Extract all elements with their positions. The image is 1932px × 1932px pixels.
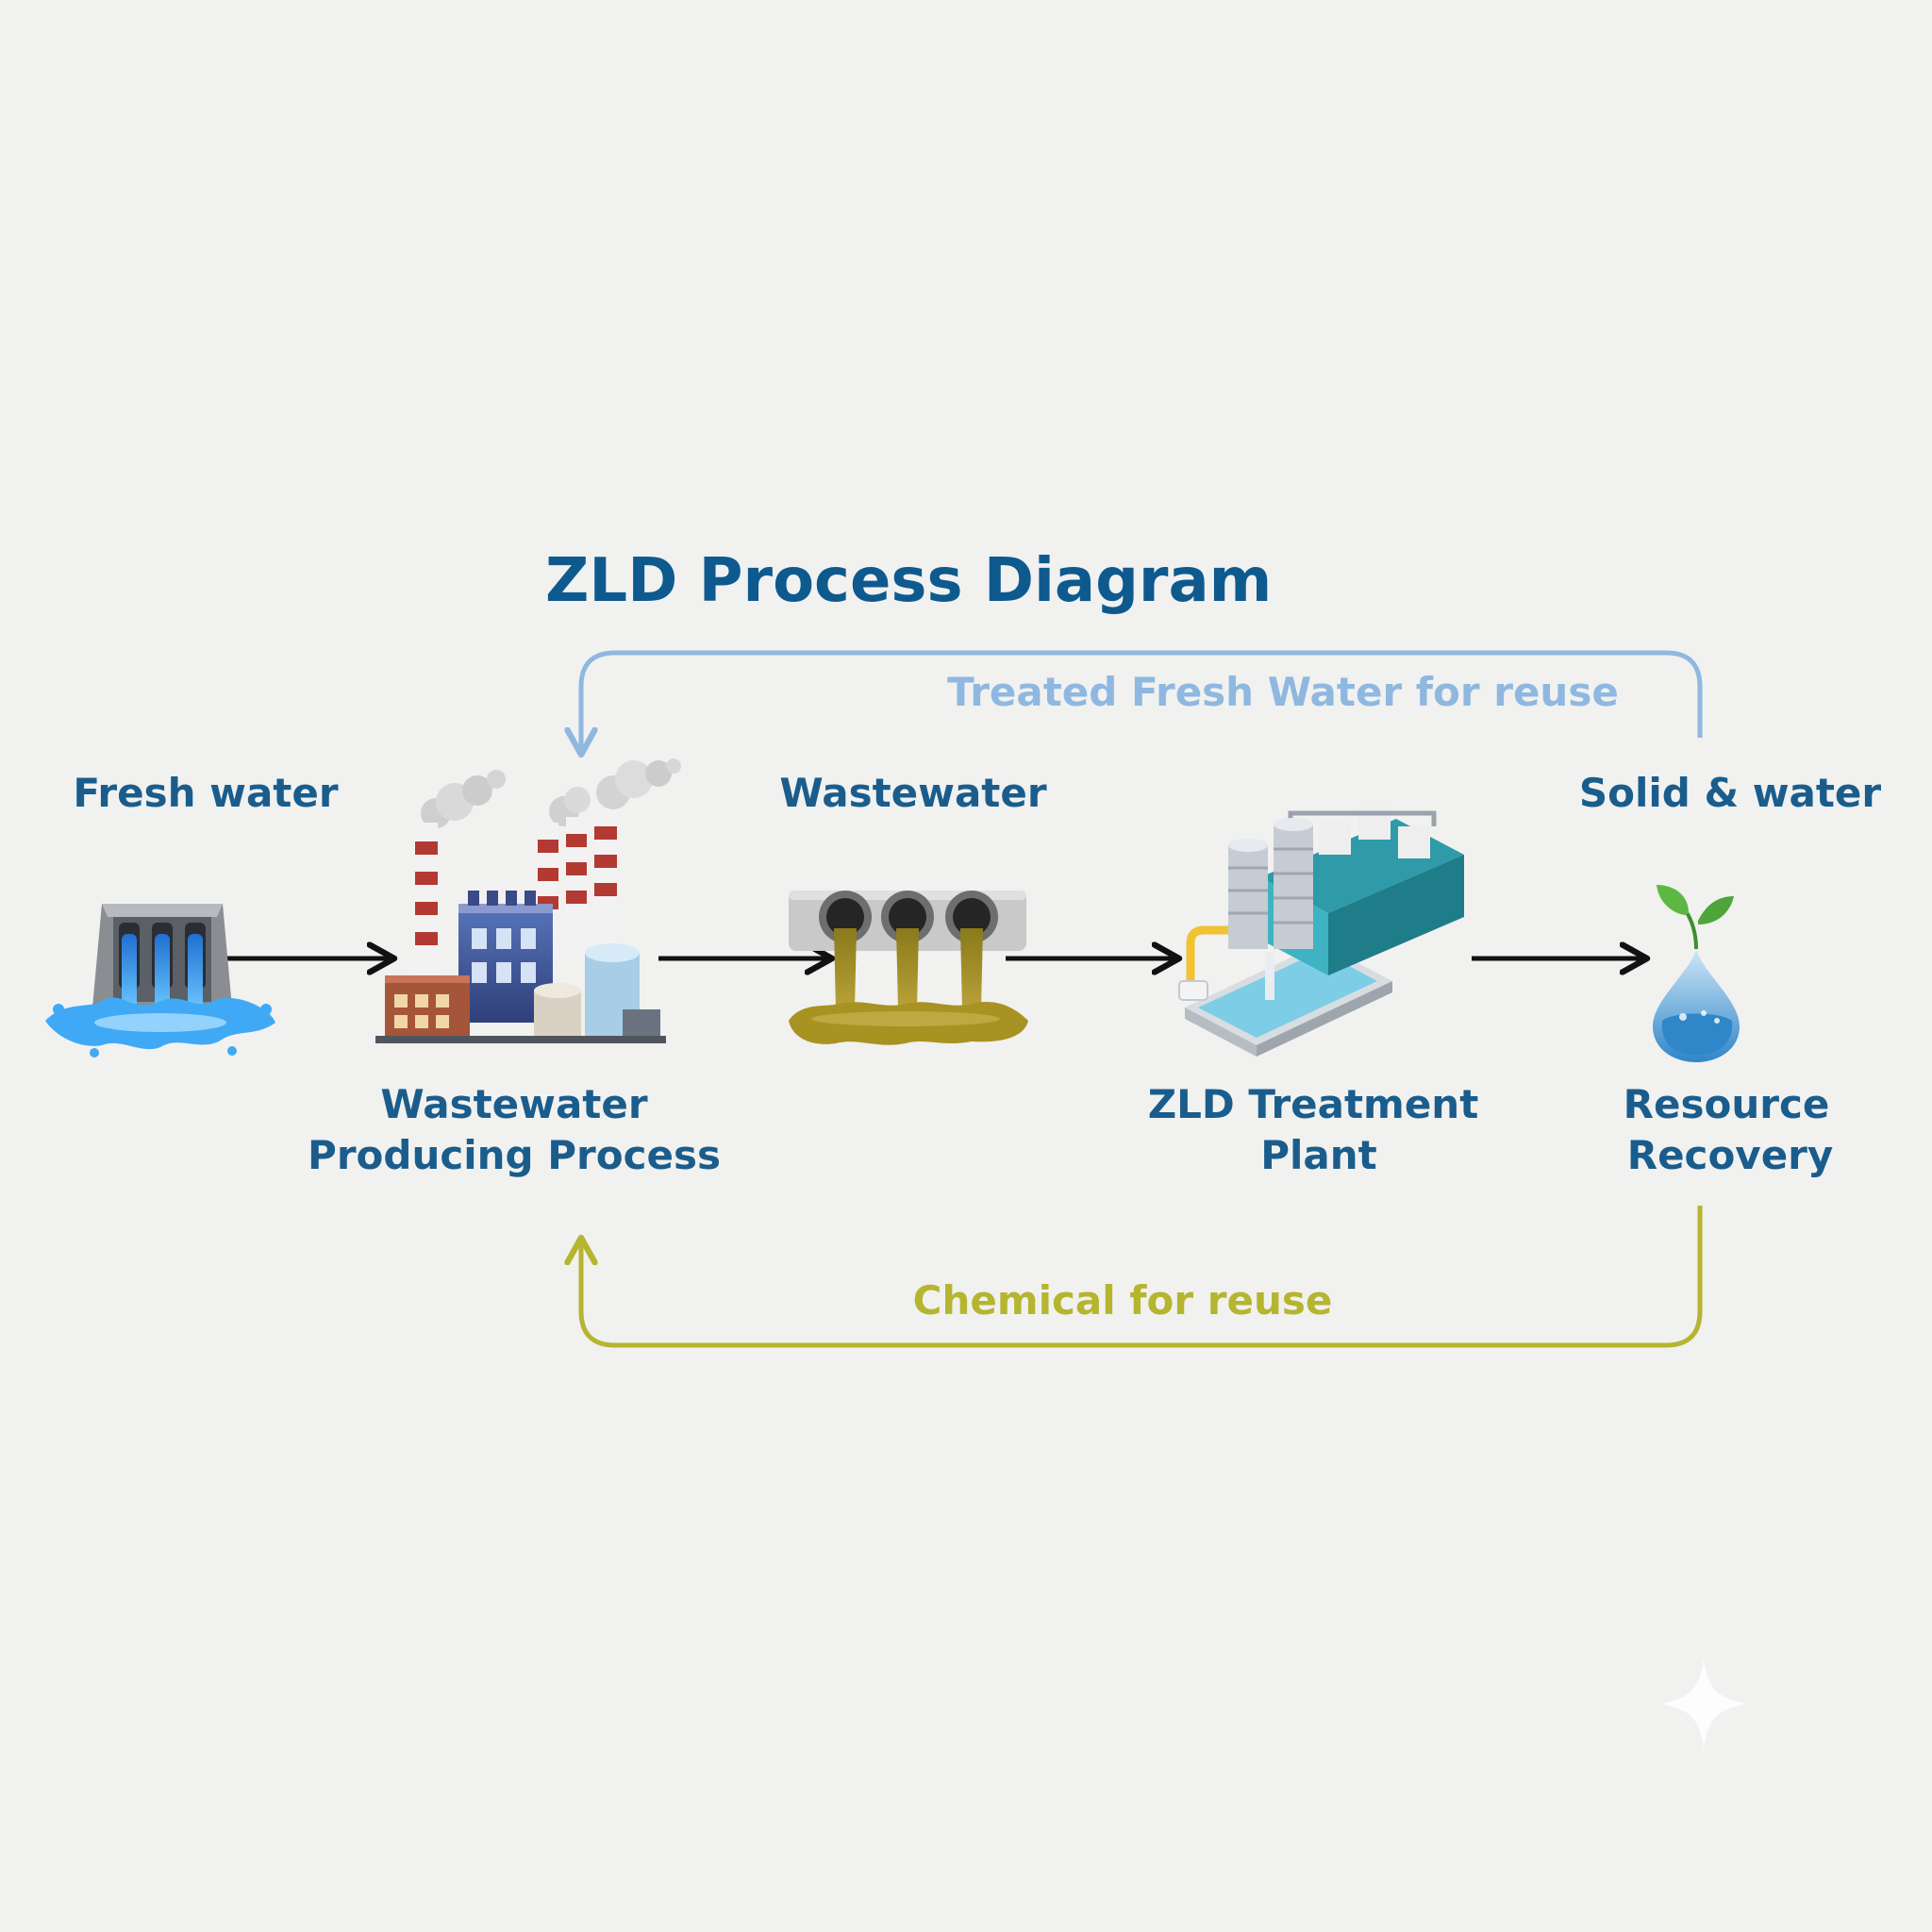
water-drop-leaf-icon [1653,885,1740,1062]
treatment-plant-icon [1178,808,1464,1057]
diagram-title: ZLD Process Diagram [545,546,1272,616]
recovery-label-line1: Resource [1624,1081,1830,1127]
chemical-reuse-loop-arrow [581,1206,1703,1348]
factory-icon [375,758,681,1043]
solid-water-label: Solid & water [1579,770,1882,816]
water-reuse-label: Treated Fresh Water for reuse [947,669,1619,715]
process-label-line2: Producing Process [308,1132,721,1178]
plant-label-line1: ZLD Treatment [1148,1081,1479,1127]
sparkle-icon [1660,1658,1747,1749]
water-reuse-loop-arrow [581,650,1703,755]
chemical-reuse-label: Chemical for reuse [913,1277,1333,1324]
wastewater-label: Wastewater [779,770,1046,816]
water-outlet-icon [45,904,275,1058]
fresh-water-label: Fresh water [73,770,338,816]
recovery-label-line2: Recovery [1627,1132,1834,1178]
plant-label-line2: Plant [1260,1132,1377,1178]
process-label-line1: Wastewater [380,1081,647,1127]
wastewater-pipes-icon [789,891,1028,1045]
